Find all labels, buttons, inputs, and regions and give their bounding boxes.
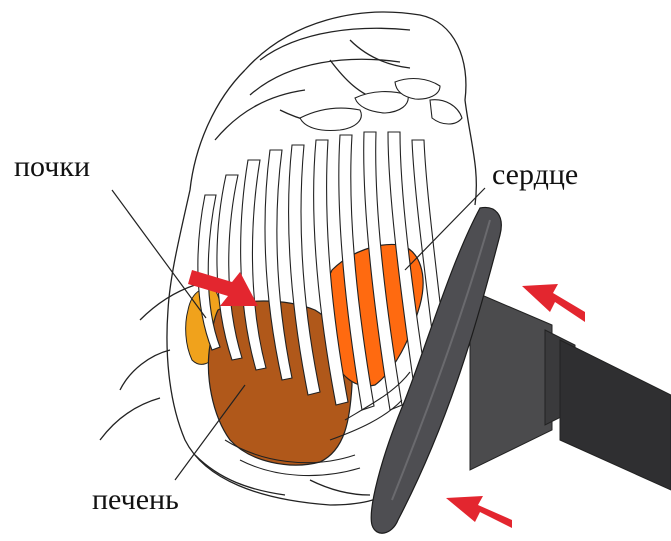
spine (300, 79, 462, 131)
label-heart: сердце (492, 160, 578, 190)
arrow-bottom (446, 496, 512, 528)
label-liver: печень (92, 485, 179, 515)
label-kidneys: почки (14, 152, 90, 182)
leader-line-kidneys (112, 190, 206, 318)
